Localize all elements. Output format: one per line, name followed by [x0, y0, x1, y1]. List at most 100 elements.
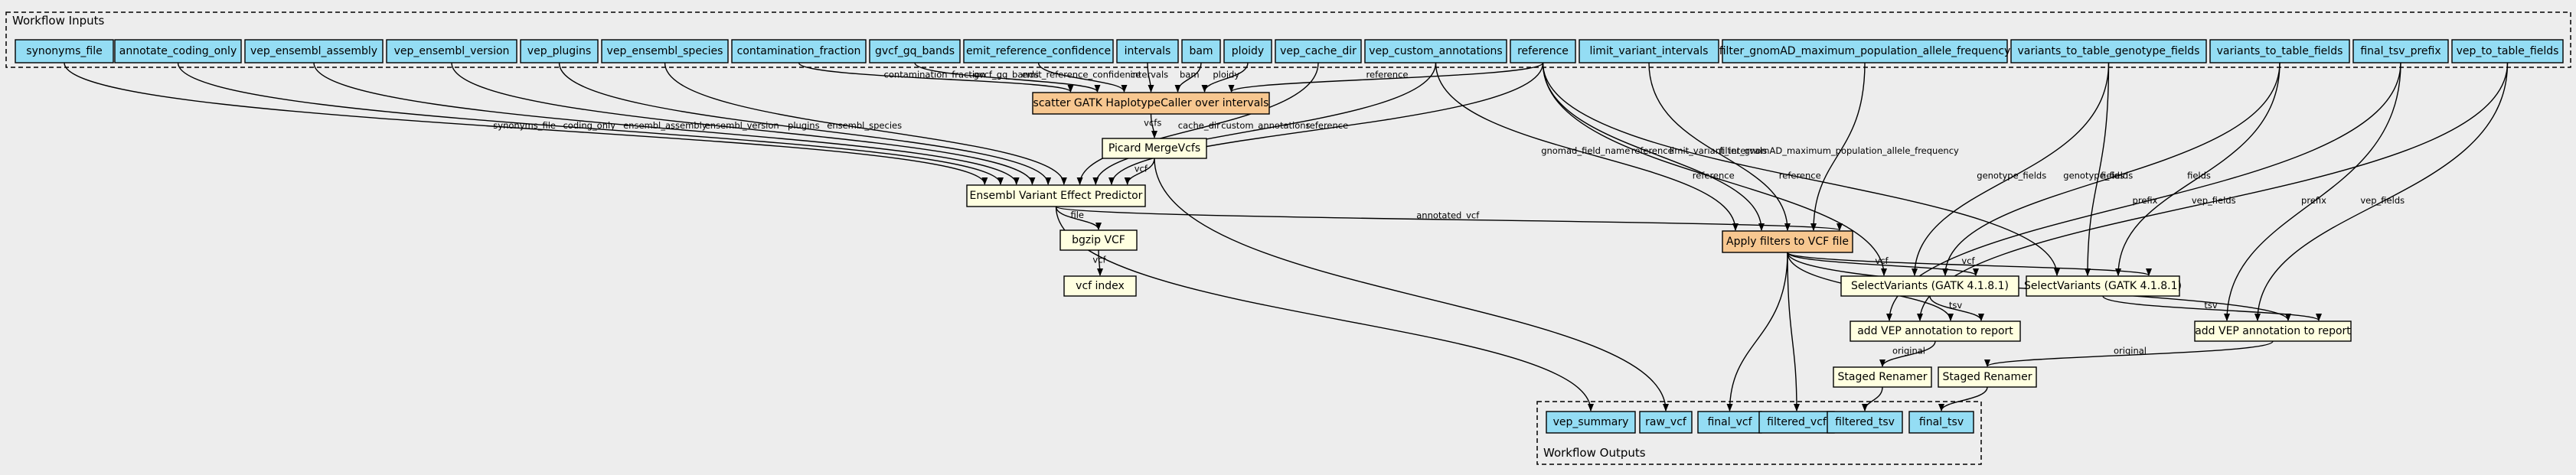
edge-label: reference [1366, 69, 1409, 80]
step-node-label: vcf index [1076, 280, 1125, 292]
input-node-gvcf-gq-bands[interactable]: gvcf_gq_bands [869, 39, 961, 63]
output-node-filtered-vcf[interactable]: filtered_vcf [1758, 411, 1835, 434]
edge-label: original [1892, 346, 1925, 356]
step-node-label: Picard MergeVcfs [1108, 142, 1200, 155]
input-node-label: variants_to_table_fields [2217, 45, 2343, 57]
step-node-filter[interactable]: Apply filters to VCF file [1722, 230, 1853, 253]
edge-label: intervals [1130, 69, 1168, 80]
edge-filter-to-sel2: vcf [1787, 252, 2152, 276]
input-node-vep-ensembl-assembly[interactable]: vep_ensembl_assembly [244, 39, 384, 63]
inputs-cluster: Workflow Inputs [5, 11, 2571, 68]
input-node-label: contamination_fraction [737, 45, 861, 57]
step-node-label: Ensembl Variant Effect Predictor [970, 190, 1143, 202]
edge-vep-to-filter: annotated_vcf [1055, 206, 1843, 231]
edge-label: limit_variant_intervals [1670, 145, 1767, 156]
input-node-variants-to-table-fields[interactable]: variants_to_table_fields [2209, 39, 2350, 63]
step-node-rename2[interactable]: Staged Renamer [1938, 366, 2037, 388]
edge-label: cache_dir [1178, 120, 1220, 131]
input-node-reference[interactable]: reference [1510, 39, 1576, 63]
edge-label: prefix [2133, 195, 2158, 206]
edge-contamination_fraction-to-haplotype: contamination_fraction [798, 62, 1074, 93]
output-node-label: filtered_tsv [1835, 416, 1895, 428]
step-node-sel2[interactable]: SelectVariants (GATK 4.1.8.1) [2024, 275, 2182, 297]
edge-label: original [2114, 346, 2147, 356]
edge-reference-to-sel1: reference [1542, 62, 1887, 276]
edge-label: vep_fields [2192, 195, 2236, 206]
input-node-label: limit_variant_intervals [1590, 45, 1709, 57]
input-node-label: bam [1189, 45, 1213, 57]
input-node-bam[interactable]: bam [1181, 39, 1221, 63]
step-node-vep[interactable]: Ensembl Variant Effect Predictor [966, 184, 1146, 207]
output-node-final-vcf[interactable]: final_vcf [1697, 411, 1762, 434]
step-node-haplotype[interactable]: scatter GATK HaplotypeCaller over interv… [1032, 92, 1270, 115]
edge-label: vcf [1875, 255, 1889, 266]
edge-merge-to-raw_vcf [1154, 158, 1669, 412]
input-node-vep-plugins[interactable]: vep_plugins [520, 39, 599, 63]
input-node-vep-to-table-fields[interactable]: vep_to_table_fields [2451, 39, 2564, 63]
edge-vep_ensembl_assembly-to-vep: ensembl_assembly [313, 62, 1020, 185]
step-node-bgzip[interactable]: bgzip VCF [1059, 229, 1138, 251]
edge-variants_to_table_fields-to-sel2: fields [2115, 62, 2281, 276]
input-node-emit-reference-confidence[interactable]: emit_reference_confidence [963, 39, 1114, 63]
output-node-label: raw_vcf [1645, 416, 1687, 428]
input-node-label: final_tsv_prefix [2360, 45, 2441, 57]
output-node-filtered-tsv[interactable]: filtered_tsv [1827, 411, 1903, 434]
input-node-vep-custom-annotations[interactable]: vep_custom_annotations [1364, 39, 1507, 63]
edge-variants_to_table_fields-to-sel1: fields [1942, 62, 2281, 276]
input-node-annotate-coding-only[interactable]: annotate_coding_only [114, 39, 242, 63]
edge-merge-to-vep: vcf [1124, 158, 1155, 185]
edge-label: reference [1631, 145, 1673, 156]
outputs-cluster-label: Workflow Outputs [1543, 446, 1646, 460]
edge-label: contamination_fraction [884, 69, 986, 80]
input-node-intervals[interactable]: intervals [1116, 39, 1179, 63]
step-node-label: add VEP annotation to report [1857, 325, 2013, 337]
edge-emit_reference_confidence-to-haplotype: emit_reference_confidence [1022, 62, 1141, 93]
edge-sel1-to-addvep1: tsv [1929, 295, 1984, 321]
input-node-variants-to-table-genotype-fields[interactable]: variants_to_table_genotype_fields [2010, 39, 2207, 63]
step-node-addvep2[interactable]: add VEP annotation to report [2194, 320, 2352, 342]
input-node-limit-variant-intervals[interactable]: limit_variant_intervals [1579, 39, 1719, 63]
step-node-index[interactable]: vcf index [1063, 275, 1137, 297]
edge-rename1-to-filtered_tsv [1862, 386, 1883, 412]
edge-label: reference [1693, 170, 1735, 181]
output-node-vep-summary[interactable]: vep_summary [1546, 411, 1636, 434]
output-node-label: vep_summary [1553, 416, 1629, 428]
input-node-contamination-fraction[interactable]: contamination_fraction [731, 39, 867, 63]
step-node-merge[interactable]: Picard MergeVcfs [1102, 138, 1207, 159]
edge-filter-to-sel1: vcf [1787, 252, 1979, 276]
edge-filter-to-final_vcf [1726, 252, 1788, 412]
input-node-ploidy[interactable]: ploidy [1223, 39, 1272, 63]
input-node-label: vep_custom_annotations [1369, 45, 1502, 57]
edge-label: emit_reference_confidence [1022, 69, 1141, 80]
input-node-label: vep_to_table_fields [2457, 45, 2559, 57]
edge-label: ensembl_version [705, 120, 779, 131]
input-node-synonyms-file[interactable]: synonyms_file [15, 39, 114, 63]
output-node-raw-vcf[interactable]: raw_vcf [1639, 411, 1693, 434]
output-node-label: filtered_vcf [1767, 416, 1827, 428]
input-node-final-tsv-prefix[interactable]: final_tsv_prefix [2352, 39, 2449, 63]
step-node-sel1[interactable]: SelectVariants (GATK 4.1.8.1) [1840, 275, 2019, 297]
step-node-rename1[interactable]: Staged Renamer [1833, 366, 1932, 388]
edge-label: gvcf_gq_bands [973, 69, 1039, 80]
edge-vep-to-bgzip: file [1055, 206, 1102, 230]
edge-filter_gnomAD_maximum_population_allele_frequency-to-filter: filter_gnomAD_maximum_population_allele_… [1719, 62, 1959, 231]
input-node-vep-ensembl-species[interactable]: vep_ensembl_species [601, 39, 729, 63]
edge-label: fields [2187, 170, 2211, 181]
input-node-label: synonyms_file [26, 45, 102, 57]
input-node-vep-ensembl-version[interactable]: vep_ensembl_version [386, 39, 517, 63]
step-node-addvep1[interactable]: add VEP annotation to report [1850, 320, 2021, 342]
edge-reference-to-sel2: reference [1542, 62, 2060, 276]
outputs-cluster: Workflow Outputs [1536, 401, 1982, 465]
edge-addvep2-to-rename2: original [1984, 340, 2274, 367]
output-node-label: final_vcf [1707, 416, 1752, 428]
output-node-final-tsv[interactable]: final_tsv [1908, 411, 1974, 434]
step-node-label: bgzip VCF [1072, 234, 1125, 246]
edge-label: prefix [2301, 195, 2326, 206]
edge-label: vcf [1092, 255, 1106, 265]
input-node-filter-gnomAD-maximum-population-allele-frequency[interactable]: filter_gnomAD_maximum_population_allele_… [1719, 39, 2011, 63]
edge-label: ensembl_species [827, 120, 902, 131]
edge-label: vep_fields [2360, 195, 2405, 206]
input-node-label: filter_gnomAD_maximum_population_allele_… [1719, 45, 2011, 57]
input-node-vep-cache-dir[interactable]: vep_cache_dir [1275, 39, 1362, 63]
